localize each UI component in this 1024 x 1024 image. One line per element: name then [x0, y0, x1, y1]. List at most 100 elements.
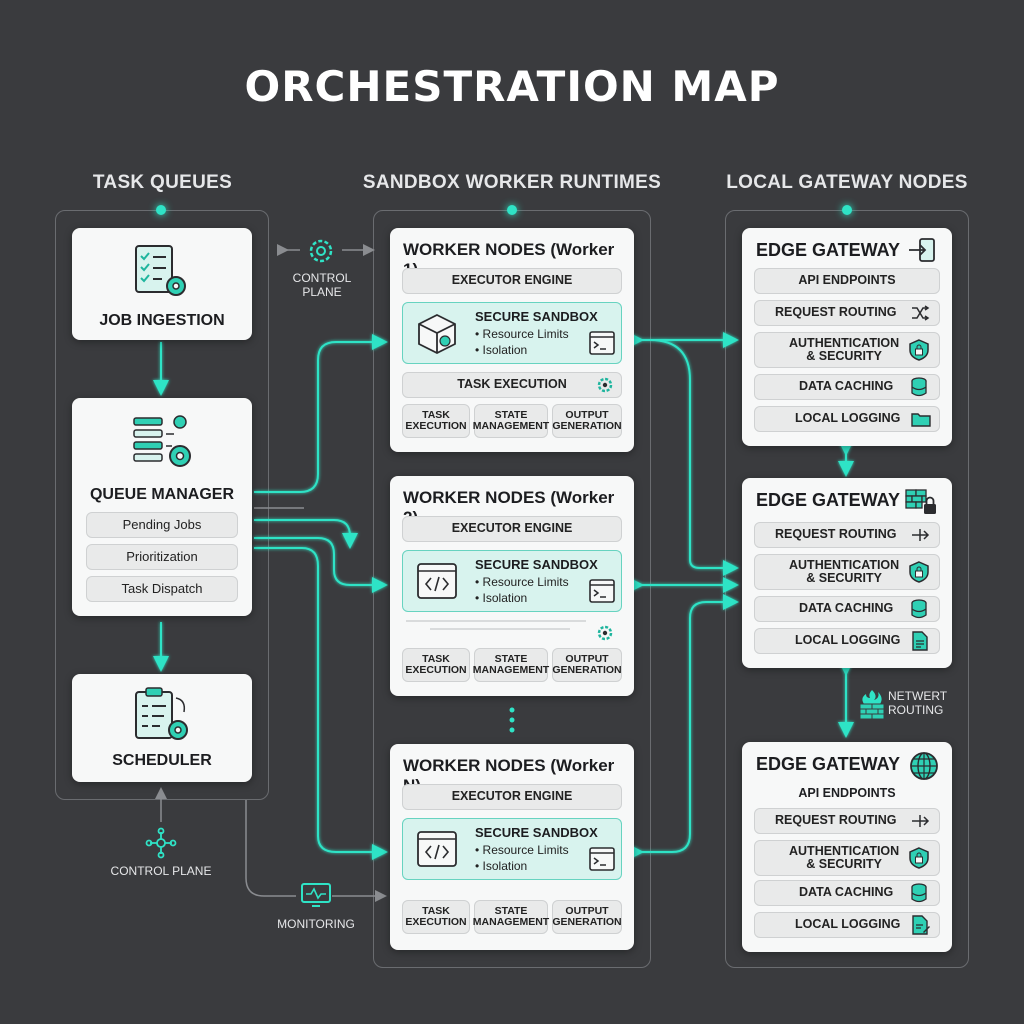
sign-in-icon — [909, 238, 935, 262]
gateway-3-local-logging[interactable]: LOCAL LOGGING — [754, 912, 940, 938]
shuffle-icon — [912, 305, 930, 321]
control-plane-network-icon — [145, 827, 177, 859]
worker-1-output-generation-tile[interactable]: OUTPUT GENERATION — [552, 404, 622, 438]
shield-lock-icon — [909, 847, 929, 869]
edge-gateway-1-card[interactable]: EDGE GATEWAY API ENDPOINTS REQUEST ROUTI… — [742, 228, 952, 446]
gear-icon — [597, 625, 613, 641]
worker-1-sandbox-title: SECURE SANDBOX — [475, 309, 598, 324]
worker-2-task-execution-tile[interactable]: TASK EXECUTION — [402, 648, 470, 682]
gateway-2-authentication-security[interactable]: AUTHENTICATION & SECURITY — [754, 554, 940, 590]
task-queues-anchor-dot — [156, 205, 166, 215]
firewall-lock-icon — [905, 489, 936, 514]
job-ingestion-card[interactable]: JOB INGESTION — [72, 228, 252, 340]
column-heading-task-queues: TASK QUEUES — [92, 172, 233, 193]
control-plane-bottom-label: CONTROL PLANE — [110, 864, 212, 878]
monitoring-label: MONITORING — [277, 917, 355, 931]
gateway-3-title: EDGE GATEWAY — [756, 754, 901, 774]
terminal-icon — [589, 331, 615, 355]
shield-lock-icon — [909, 339, 929, 361]
gateway-3-request-routing[interactable]: REQUEST ROUTING — [754, 808, 940, 834]
gateway-1-api-endpoints[interactable]: API ENDPOINTS — [754, 268, 940, 294]
job-ingestion-label: JOB INGESTION — [99, 312, 225, 329]
gateway-2-data-caching[interactable]: DATA CACHING — [754, 596, 940, 622]
task-dispatch-item[interactable]: Task Dispatch — [86, 576, 238, 602]
pending-jobs-item[interactable]: Pending Jobs — [86, 512, 238, 538]
worker-1-secure-sandbox[interactable]: SECURE SANDBOX • Resource Limits • Isola… — [402, 302, 622, 364]
worker-2-isolation: • Isolation — [475, 591, 528, 605]
terminal-icon — [589, 579, 615, 603]
globe-icon — [910, 752, 938, 780]
queue-manager-card[interactable]: QUEUE MANAGER Pending Jobs Prioritizatio… — [72, 398, 252, 616]
edit-document-icon — [912, 915, 930, 935]
worker-n-resource-limits: • Resource Limits — [475, 843, 569, 857]
document-icon — [912, 631, 928, 651]
worker-n-sandbox-title: SECURE SANDBOX — [475, 825, 598, 840]
queue-list-gear-icon — [133, 415, 191, 467]
routing-arrows-icon — [912, 815, 930, 827]
worker-1-state-management-tile[interactable]: STATE MANAGEMENT — [473, 404, 549, 438]
worker-2-executor-engine[interactable]: EXECUTOR ENGINE — [402, 516, 622, 542]
column-heading-gateway-nodes: LOCAL GATEWAY NODES — [726, 172, 968, 193]
scheduler-card[interactable]: SCHEDULER — [72, 674, 252, 782]
gateway-1-data-caching[interactable]: DATA CACHING — [754, 374, 940, 400]
worker-node-2-card[interactable]: WORKER NODES (Worker 2) EXECUTOR ENGINE … — [390, 476, 634, 696]
scheduler-label: SCHEDULER — [112, 752, 212, 769]
worker-2-output-generation-tile[interactable]: OUTPUT GENERATION — [552, 648, 622, 682]
page-title: ORCHESTRATION MAP — [244, 62, 780, 111]
database-icon — [911, 883, 927, 903]
monitoring-screen-icon — [301, 883, 331, 907]
routing-arrows-icon — [912, 529, 930, 541]
sandbox-cube-icon — [418, 313, 456, 355]
column-heading-sandbox-runtimes: SANDBOX WORKER RUNTIMES — [362, 172, 662, 193]
gateway-anchor-dot — [842, 205, 852, 215]
gateway-1-title: EDGE GATEWAY — [756, 240, 901, 260]
gateway-2-request-routing[interactable]: REQUEST ROUTING — [754, 522, 940, 548]
gateway-2-title: EDGE GATEWAY — [756, 490, 901, 510]
gateway-2-local-logging[interactable]: LOCAL LOGGING — [754, 628, 940, 654]
worker-1-task-execution-label: TASK EXECUTION — [457, 377, 567, 392]
checklist-gear-icon — [135, 245, 186, 296]
worker-1-isolation: • Isolation — [475, 343, 528, 357]
prioritization-item[interactable]: Prioritization — [86, 544, 238, 570]
code-window-icon — [417, 563, 457, 599]
worker-n-task-execution-tile[interactable]: TASK EXECUTION — [402, 900, 470, 934]
code-window-icon — [417, 831, 457, 867]
worker-node-n-card[interactable]: WORKER NODES (Worker N) EXECUTOR ENGINE … — [390, 744, 634, 950]
worker-2-sandbox-title: SECURE SANDBOX — [475, 557, 598, 572]
worker-n-output-generation-tile[interactable]: OUTPUT GENERATION — [552, 900, 622, 934]
worker-1-task-execution[interactable]: TASK EXECUTION — [402, 372, 622, 398]
worker-n-executor-engine[interactable]: EXECUTOR ENGINE — [402, 784, 622, 810]
worker-node-1-card[interactable]: WORKER NODES (Worker 1) EXECUTOR ENGINE … — [390, 228, 634, 452]
worker-1-executor-engine[interactable]: EXECUTOR ENGINE — [402, 268, 622, 294]
clipboard-gear-icon — [135, 687, 188, 740]
worker-2-divider — [406, 620, 586, 622]
sandbox-anchor-dot — [507, 205, 517, 215]
worker-1-task-execution-tile[interactable]: TASK EXECUTION — [402, 404, 470, 438]
queue-manager-label: QUEUE MANAGER — [89, 486, 234, 503]
worker-2-state-management-tile[interactable]: STATE MANAGEMENT — [473, 648, 549, 682]
database-icon — [911, 377, 927, 397]
gateway-3-authentication-security[interactable]: AUTHENTICATION & SECURITY — [754, 840, 940, 876]
worker-2-divider — [430, 628, 570, 630]
worker-2-secure-sandbox[interactable]: SECURE SANDBOX • Resource Limits • Isola… — [402, 550, 622, 612]
database-icon — [911, 599, 927, 619]
gateway-3-data-caching[interactable]: DATA CACHING — [754, 880, 940, 906]
terminal-icon — [589, 847, 615, 871]
control-plane-gear-icon — [309, 239, 333, 263]
edge-gateway-3-card[interactable]: EDGE GATEWAY API ENDPOINTS REQUEST ROUTI… — [742, 742, 952, 952]
shield-lock-icon — [909, 561, 929, 583]
gateway-1-request-routing[interactable]: REQUEST ROUTING — [754, 300, 940, 326]
gateway-3-api-endpoints[interactable]: API ENDPOINTS — [798, 786, 896, 800]
gear-icon — [597, 377, 613, 393]
edge-gateway-2-card[interactable]: EDGE GATEWAY REQUEST ROUTING AUTHENTICAT… — [742, 478, 952, 668]
control-plane-top-label: CONTROL PLANE — [292, 271, 352, 299]
worker-n-isolation: • Isolation — [475, 859, 528, 873]
worker-n-secure-sandbox[interactable]: SECURE SANDBOX • Resource Limits • Isola… — [402, 818, 622, 880]
worker-2-resource-limits: • Resource Limits — [475, 575, 569, 589]
worker-n-state-management-tile[interactable]: STATE MANAGEMENT — [473, 900, 549, 934]
folder-icon — [911, 413, 931, 427]
gateway-1-authentication-security[interactable]: AUTHENTICATION & SECURITY — [754, 332, 940, 368]
worker-1-resource-limits: • Resource Limits — [475, 327, 569, 341]
gateway-1-local-logging[interactable]: LOCAL LOGGING — [754, 406, 940, 432]
